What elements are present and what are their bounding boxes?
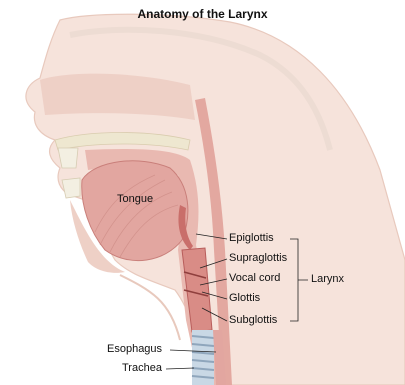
label-tongue: Tongue: [117, 193, 153, 206]
diagram-title: Anatomy of the Larynx: [0, 7, 405, 21]
label-esophagus: Esophagus: [107, 343, 162, 356]
label-trachea: Trachea: [122, 362, 162, 375]
leader-trachea: [166, 368, 194, 369]
label-supraglottis: Supraglottis: [229, 252, 287, 265]
label-vocal-cord: Vocal cord: [229, 272, 280, 285]
label-epiglottis: Epiglottis: [229, 232, 274, 245]
label-subglottis: Subglottis: [229, 314, 277, 327]
label-glottis: Glottis: [229, 292, 260, 305]
trachea-rings: [192, 330, 214, 385]
label-larynx: Larynx: [311, 273, 344, 286]
lower-teeth: [62, 178, 80, 198]
tongue: [82, 161, 188, 261]
upper-teeth: [58, 148, 78, 168]
